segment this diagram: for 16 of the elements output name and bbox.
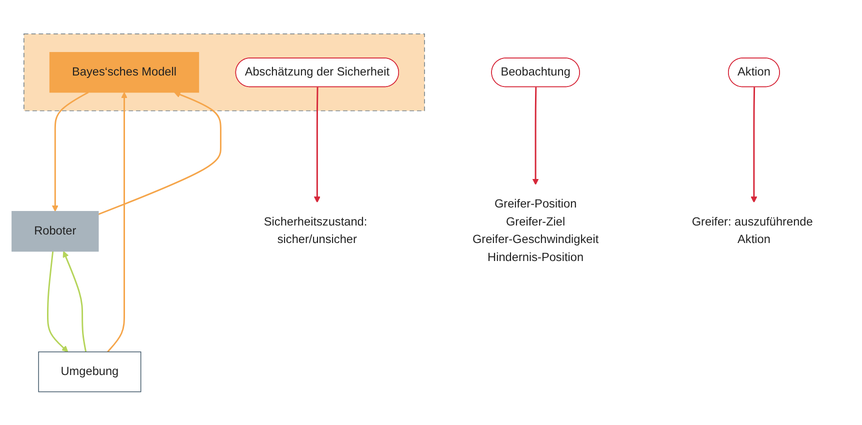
node-box [49, 52, 200, 92]
arrow [98, 91, 222, 215]
arrow [62, 250, 87, 352]
arrow [314, 86, 320, 202]
arrow [52, 91, 89, 212]
flowchart: Bayes‘sches Modell Abschätzung der Sicherheit Roboter Beobachtung Aktion Umgebung Greifer-Position Greifer-Ziel Greifer-Geschwindigkeit Hindernis-Position Sicherheitszustand: sicher/unsicher Greifer: auszuführende Aktion [6, 28, 856, 398]
node-text: Sicherheitszustand: sicher/unsicher [264, 215, 368, 246]
node-text: Greifer: auszuführende Aktion [692, 215, 813, 246]
node-text: Greifer-Position Greifer-Ziel Greifer-Geschwindigkeit Hindernis-Position [472, 198, 599, 264]
arrow [532, 86, 539, 185]
node-box [12, 210, 99, 252]
cluster [24, 33, 425, 111]
arrow [47, 250, 68, 352]
arrow [107, 92, 128, 352]
arrow [750, 86, 758, 202]
node-box [38, 351, 142, 392]
